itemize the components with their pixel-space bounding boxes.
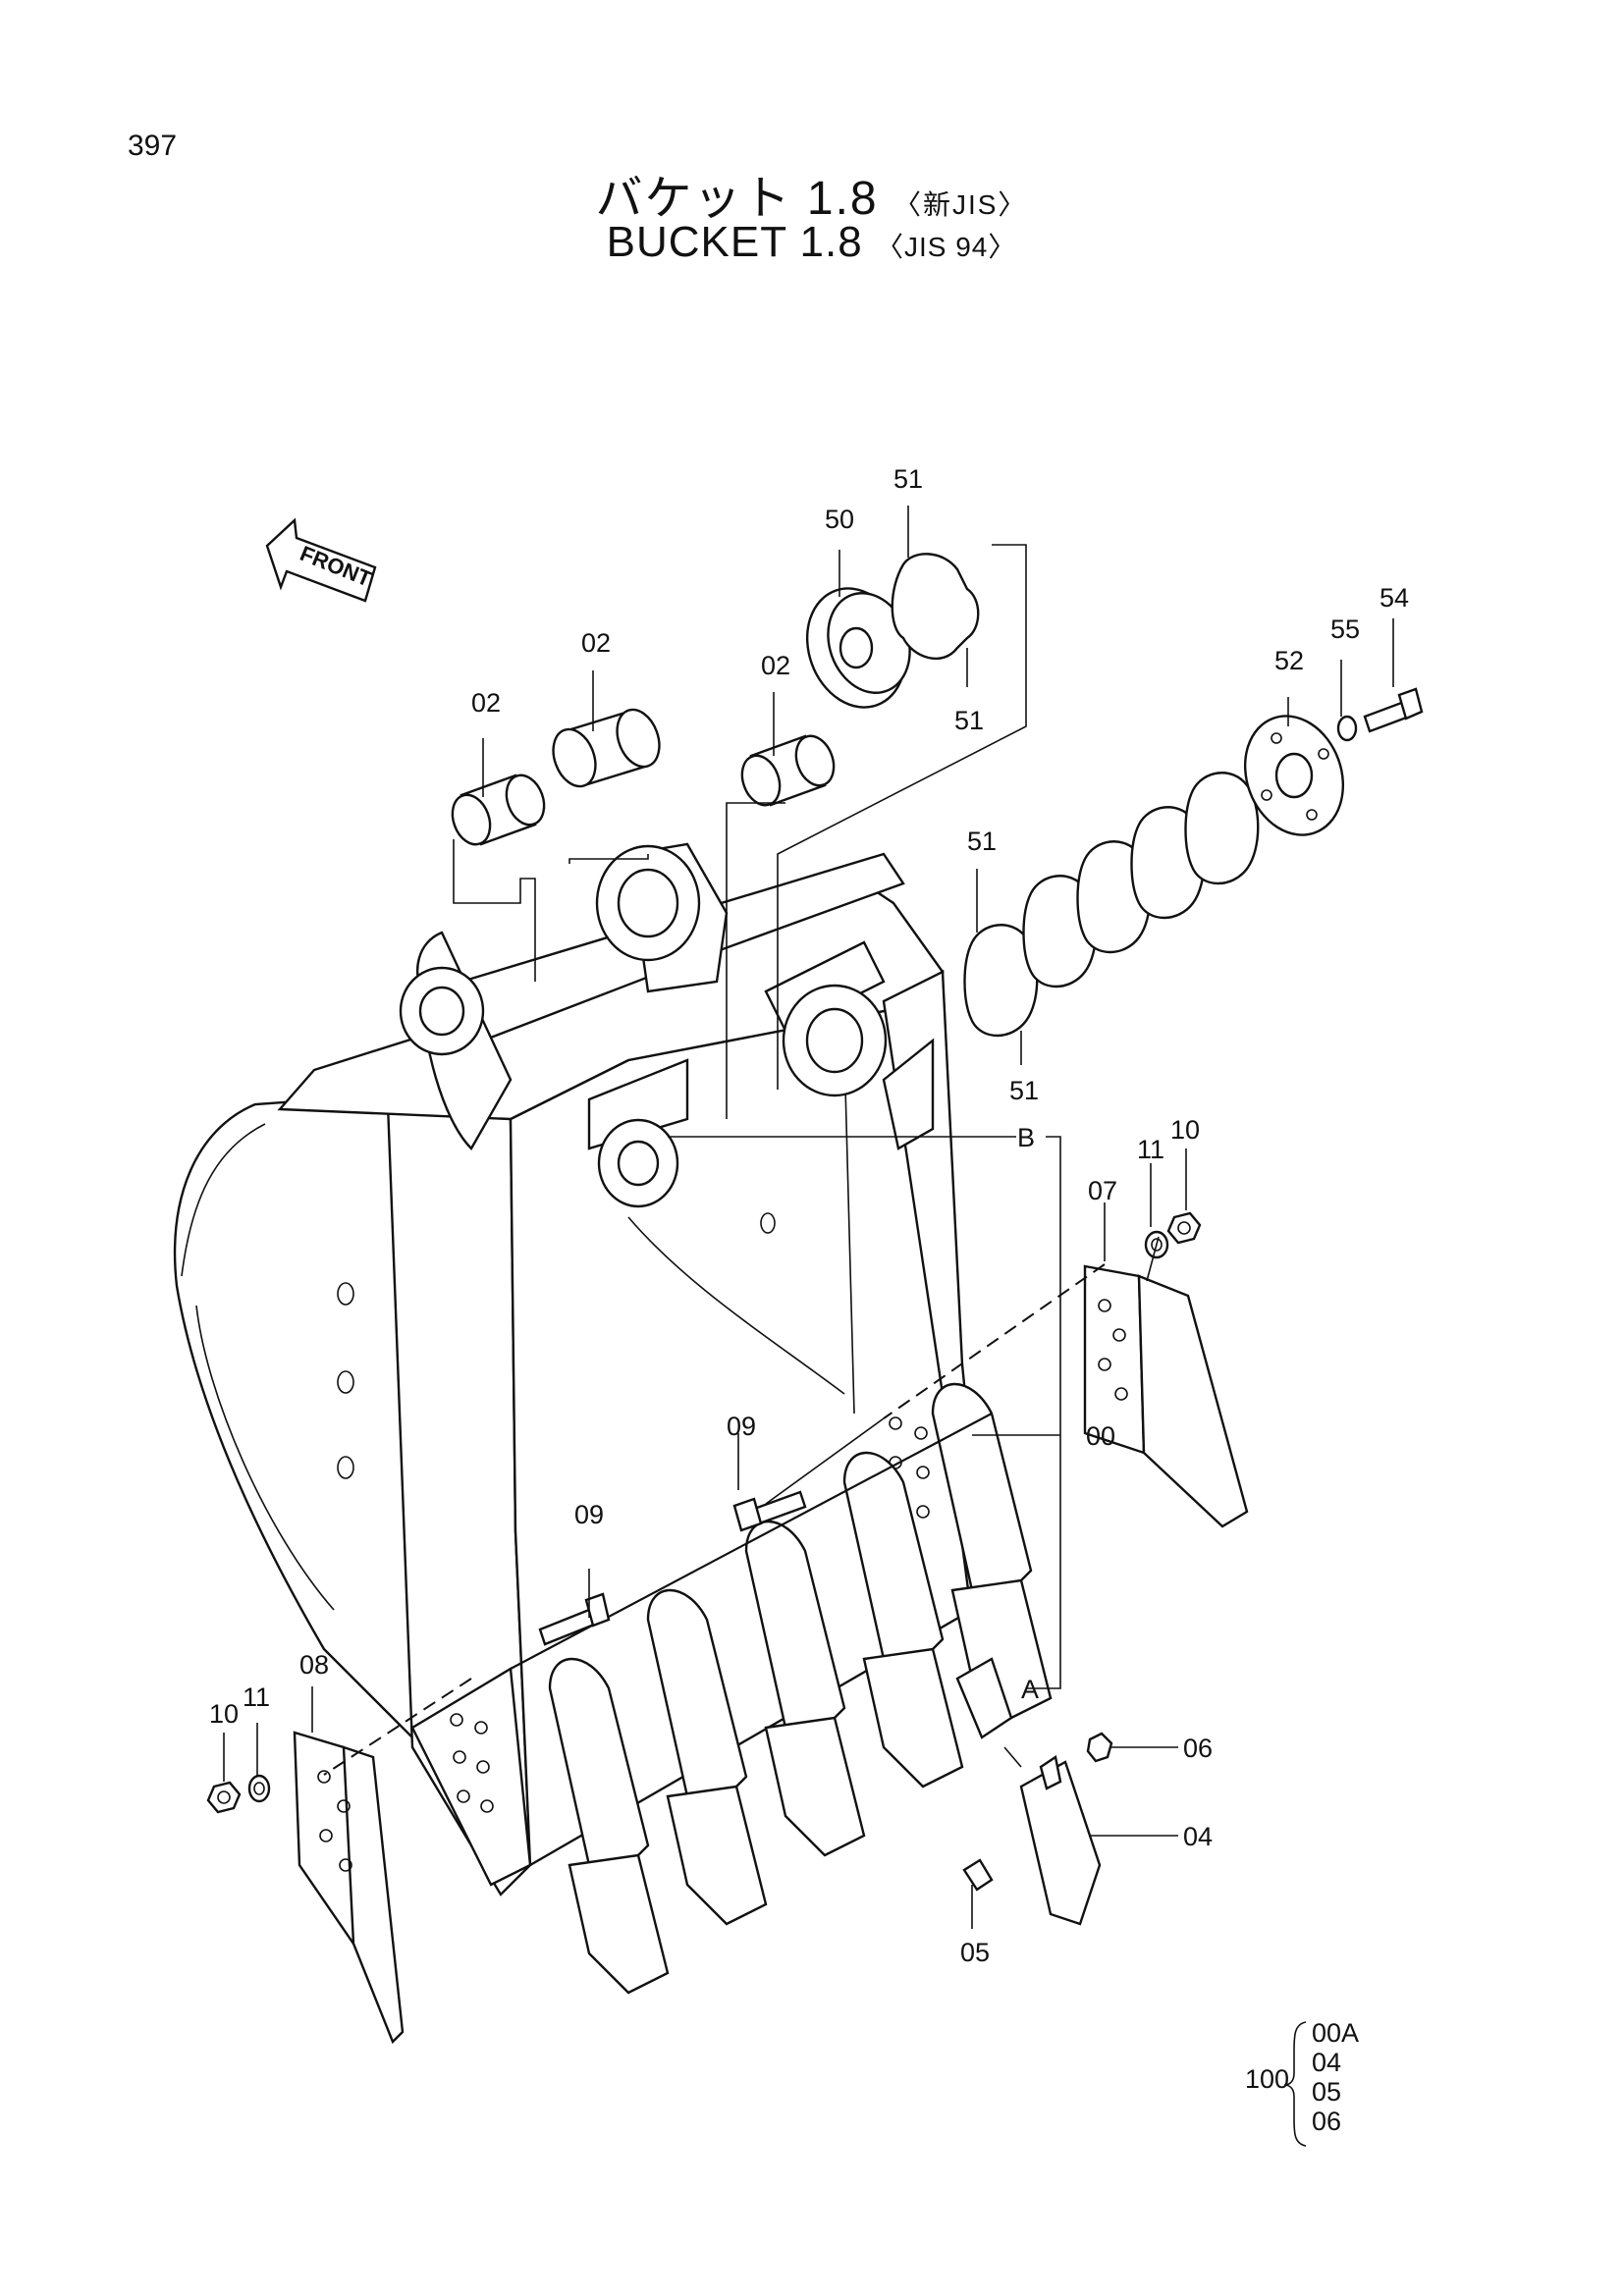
callout-51-lower: 51 xyxy=(1009,1076,1039,1105)
washer-55 xyxy=(1336,715,1358,742)
assembly-item-1: 00A xyxy=(1312,2018,1359,2048)
tooth-adapter-1 xyxy=(548,1657,670,1995)
callout-02-right: 02 xyxy=(761,651,790,680)
title-jp-main: バケット 1.8 xyxy=(595,173,879,225)
nut-10-right xyxy=(1166,1211,1202,1245)
pin-boss-lower-center xyxy=(597,1118,679,1208)
callout-51-middle: 51 xyxy=(967,827,997,856)
pin-boss-upper-center xyxy=(595,844,701,962)
callout-07: 07 xyxy=(1088,1176,1117,1205)
bushing-02-middle xyxy=(552,708,661,788)
callout-11-left: 11 xyxy=(243,1682,270,1712)
callout-10-right: 10 xyxy=(1170,1115,1200,1145)
callout-a: A xyxy=(1021,1675,1039,1704)
spacer-plate-50 xyxy=(805,587,911,709)
callout-02-middle: 02 xyxy=(581,628,611,658)
callout-50: 50 xyxy=(825,505,854,534)
pin-boss-upper-left xyxy=(399,966,485,1056)
assembly-item-4: 06 xyxy=(1312,2107,1341,2136)
callout-09-lower: 09 xyxy=(574,1500,604,1529)
assembly-brace xyxy=(1283,2021,1307,2147)
tooth-adapter-2 xyxy=(646,1588,768,1926)
side-cutter-08 xyxy=(293,1731,405,2045)
title-en-main: BUCKET 1.8 xyxy=(606,218,863,266)
callout-02-left: 02 xyxy=(471,688,501,718)
assembly-100-group: 100 00A 04 05 06 xyxy=(1245,2018,1359,2147)
callout-05: 05 xyxy=(960,1938,990,1967)
bushing-02-left xyxy=(451,774,546,846)
tooth-adapter-a-detail xyxy=(955,1657,1013,1739)
bolt-54 xyxy=(1363,687,1424,733)
callout-06: 06 xyxy=(1183,1734,1213,1763)
lock-06 xyxy=(1086,1732,1113,1763)
assembly-number: 100 xyxy=(1245,2064,1289,2094)
bucket-bracket xyxy=(399,842,935,1208)
title-japanese: バケット 1.8 〈新JIS〉 xyxy=(0,159,1623,228)
title-jp-tag: 〈新JIS〉 xyxy=(893,189,1028,220)
callout-00: 00 xyxy=(1086,1421,1115,1451)
callout-11-right: 11 xyxy=(1137,1135,1164,1164)
callout-10-left: 10 xyxy=(209,1699,239,1729)
title-english: BUCKET 1.8 〈JIS 94〉 xyxy=(0,218,1623,267)
nut-10-left xyxy=(206,1781,242,1814)
leader-lines xyxy=(223,506,1394,1929)
callout-51-top: 51 xyxy=(893,464,923,494)
callout-55: 55 xyxy=(1330,614,1360,644)
assembly-item-3: 05 xyxy=(1312,2077,1341,2107)
callout-09-upper: 09 xyxy=(727,1412,756,1441)
page-number: 397 xyxy=(128,130,178,162)
callout-54: 54 xyxy=(1380,583,1409,613)
tooth-adapter-4 xyxy=(842,1451,964,1789)
bushing-02-right xyxy=(740,734,836,807)
assembly-item-2: 04 xyxy=(1312,2048,1341,2077)
retainer-plate-52 xyxy=(1243,715,1345,836)
tooth-point-04 xyxy=(1019,1755,1102,1926)
bolt-09-upper xyxy=(732,1490,807,1532)
pin-05 xyxy=(962,1858,994,1892)
shim-51-top xyxy=(891,553,980,660)
washer-11-left xyxy=(247,1774,271,1803)
callout-04: 04 xyxy=(1183,1822,1213,1851)
teeth-row xyxy=(510,1382,1053,1995)
callout-52: 52 xyxy=(1274,646,1304,675)
pin-boss-right xyxy=(782,984,888,1097)
callout-51-upper: 51 xyxy=(954,706,984,735)
front-arrow-icon: FRONT xyxy=(265,517,377,603)
title-en-tag: 〈JIS 94〉 xyxy=(875,232,1017,262)
callout-08: 08 xyxy=(299,1650,329,1680)
callout-labels: 02 02 02 50 51 51 51 51 52 55 54 07 11 1… xyxy=(209,464,1409,1967)
side-cutter-07 xyxy=(1083,1264,1249,1528)
callout-b: B xyxy=(1017,1123,1035,1152)
shim-stack-51 xyxy=(963,772,1260,1038)
bolt-09-lower xyxy=(538,1592,611,1646)
